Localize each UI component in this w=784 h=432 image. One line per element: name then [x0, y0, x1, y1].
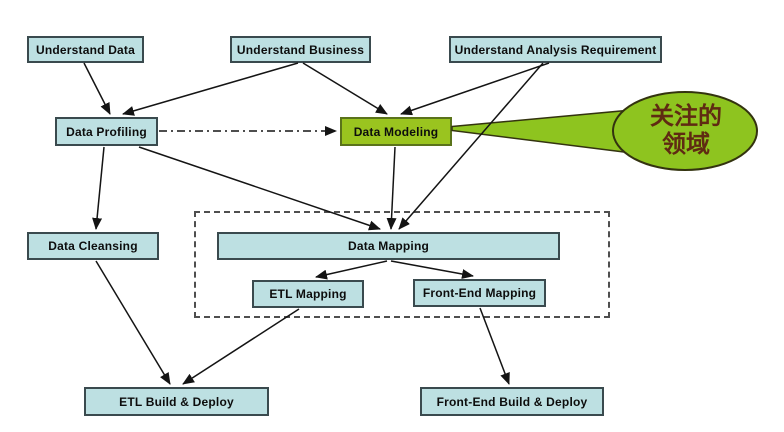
edge-understand-data-to-data-profiling [83, 62, 111, 115]
node-data-profiling: Data Profiling [55, 117, 158, 146]
node-data-modeling: Data Modeling [340, 117, 452, 146]
node-understand-analysis-requirement: Understand Analysis Requirement [449, 36, 662, 63]
callout-tail [451, 109, 633, 154]
node-front-end-build-deploy: Front-End Build & Deploy [420, 387, 604, 416]
callout-label-line1: 关注的 [650, 102, 722, 130]
node-understand-data: Understand Data [27, 36, 144, 63]
edge-etl-mapping-to-etl-build-deploy [182, 308, 300, 385]
edge-understand-analysis-to-data-modeling [400, 62, 550, 116]
edge-understand-analysis-to-data-mapping [398, 62, 544, 230]
edge-understand-business-to-data-profiling [122, 62, 299, 116]
node-data-cleansing: Data Cleansing [27, 232, 159, 260]
node-etl-build-deploy: ETL Build & Deploy [84, 387, 269, 416]
node-data-mapping: Data Mapping [217, 232, 560, 260]
node-front-end-mapping: Front-End Mapping [413, 279, 546, 307]
edge-data-profiling-to-data-cleansing [92, 146, 105, 230]
callout-label: 关注的 领域 [628, 102, 744, 158]
edge-understand-business-to-data-modeling [302, 62, 388, 115]
callout-label-line2: 领域 [662, 130, 710, 158]
edge-data-cleansing-to-etl-build-deploy [95, 260, 171, 385]
node-etl-mapping: ETL Mapping [252, 280, 364, 308]
node-understand-business: Understand Business [230, 36, 371, 63]
edge-front-end-mapping-to-front-end-build-deploy [479, 307, 510, 385]
